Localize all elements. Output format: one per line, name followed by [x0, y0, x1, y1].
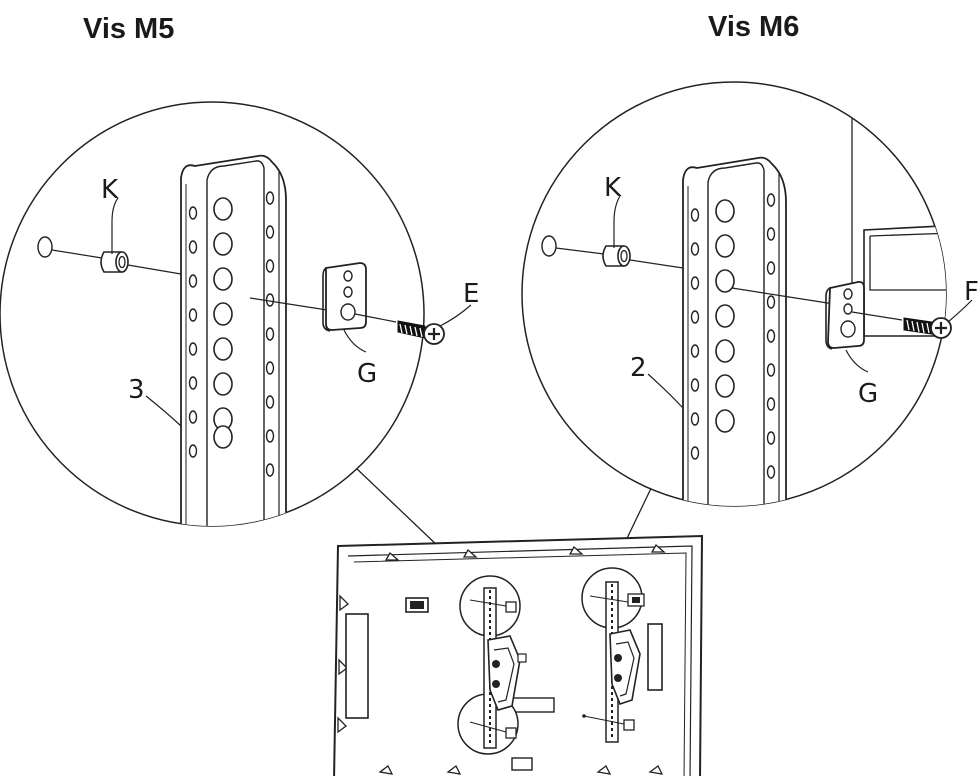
tv-back-overview: [333, 534, 704, 776]
wall-hole: [37, 236, 53, 258]
label-2: 2: [630, 353, 647, 383]
spacer-k: [100, 251, 129, 273]
rail-face-holes: [715, 199, 735, 433]
label-e: E: [463, 279, 479, 309]
wall-hole: [541, 235, 557, 257]
rail-side-holes: [690, 193, 776, 479]
screw-e: [397, 320, 445, 345]
label-k-right: K: [604, 173, 622, 203]
label-3: 3: [128, 375, 145, 405]
rail-side-holes: [188, 191, 275, 477]
spacer-k: [602, 245, 631, 267]
label-k-left: K: [101, 175, 119, 205]
label-f: F: [964, 277, 979, 307]
detail-circle-m5: K E G 3: [0, 101, 479, 527]
screw-f: [903, 317, 952, 339]
title-vis-m5: Vis M5: [83, 13, 174, 45]
bracket-g: [825, 280, 865, 350]
bracket-g: [322, 262, 367, 332]
rail-face-holes: [213, 197, 233, 449]
label-g-right: G: [858, 379, 878, 409]
label-g-left: G: [357, 359, 377, 389]
detail-circle-m6: K F G 2: [521, 81, 979, 507]
title-vis-m6: Vis M6: [708, 11, 799, 43]
rail-2: [682, 156, 787, 506]
